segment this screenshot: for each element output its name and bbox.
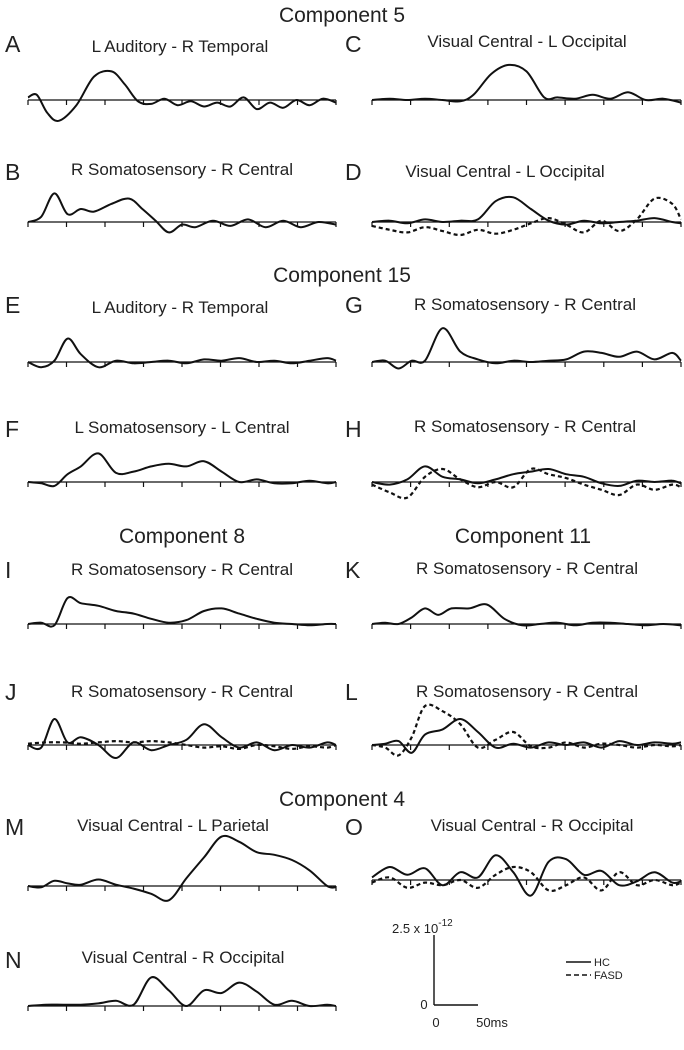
trace-m-solid: [27, 834, 337, 902]
scale-zero-label: 0: [420, 997, 427, 1012]
panel-l: L R Somatosensory - R Central: [345, 679, 682, 757]
scale-amplitude-label: 2.5 x 10-12: [392, 918, 453, 936]
panel-title-h: R Somatosensory - R Central: [414, 417, 636, 436]
component-title-5: Component 5: [279, 4, 405, 27]
panel-letter-o: O: [345, 814, 363, 840]
component-title-8: Component 8: [119, 525, 245, 548]
panel-k: K R Somatosensory - R Central: [345, 557, 682, 629]
panel-title-d: Visual Central - L Occipital: [405, 162, 604, 181]
trace-h-dashed: [371, 467, 682, 500]
panel-title-e: L Auditory - R Temporal: [92, 298, 269, 317]
panel-title-i: R Somatosensory - R Central: [71, 560, 293, 579]
panel-title-f: L Somatosensory - L Central: [74, 418, 289, 437]
scale-bar: 2.5 x 10-12 0 0 50ms: [392, 918, 508, 1030]
panel-e: E L Auditory - R Temporal: [5, 292, 337, 369]
trace-l-solid: [371, 718, 682, 754]
panel-a: A L Auditory - R Temporal: [5, 31, 337, 123]
panel-title-k: R Somatosensory - R Central: [416, 559, 638, 578]
trace-d-solid: [371, 195, 682, 226]
legend: HC FASD: [566, 957, 623, 982]
panel-title-a: L Auditory - R Temporal: [92, 37, 269, 56]
panel-letter-j: J: [5, 679, 17, 705]
panel-letter-m: M: [5, 814, 24, 840]
component-title-11: Component 11: [455, 525, 591, 548]
panel-title-m: Visual Central - L Parietal: [77, 816, 269, 835]
panel-o: O Visual Central - R Occipital: [345, 814, 682, 897]
panel-title-n: Visual Central - R Occipital: [82, 948, 285, 967]
trace-a-solid: [27, 69, 337, 123]
panel-h: H R Somatosensory - R Central: [345, 416, 682, 500]
panel-j: J R Somatosensory - R Central: [5, 679, 337, 759]
panel-title-o: Visual Central - R Occipital: [431, 816, 634, 835]
trace-e-solid: [27, 337, 337, 369]
trace-g-solid: [371, 327, 682, 370]
component-title-4: Component 4: [279, 788, 405, 811]
panel-i: I R Somatosensory - R Central: [5, 557, 337, 629]
trace-j-solid: [27, 718, 337, 759]
panel-title-c: Visual Central - L Occipital: [427, 32, 626, 51]
panel-g: G R Somatosensory - R Central: [345, 292, 682, 370]
panel-d: D Visual Central - L Occipital: [345, 159, 682, 237]
trace-o-dashed: [371, 865, 682, 892]
panel-f: F L Somatosensory - L Central: [5, 416, 337, 488]
trace-f-solid: [27, 452, 337, 488]
panel-b: B R Somatosensory - R Central: [5, 159, 337, 234]
panel-letter-n: N: [5, 947, 22, 973]
panel-letter-a: A: [5, 31, 21, 57]
panel-letter-b: B: [5, 159, 20, 185]
panel-n: N Visual Central - R Occipital: [5, 947, 337, 1011]
trace-d-dashed: [371, 196, 682, 237]
scale-x-zero-label: 0: [432, 1015, 439, 1030]
trace-b-solid: [27, 192, 337, 234]
legend-label-hc: HC: [594, 957, 610, 969]
panel-title-j: R Somatosensory - R Central: [71, 682, 293, 701]
legend-label-fasd: FASD: [594, 970, 623, 982]
scale-time-label: 50ms: [476, 1015, 508, 1030]
panel-letter-h: H: [345, 416, 362, 442]
trace-j-dashed: [27, 740, 337, 751]
panel-title-g: R Somatosensory - R Central: [414, 295, 636, 314]
panel-letter-c: C: [345, 31, 362, 57]
trace-n-solid: [27, 976, 337, 1008]
trace-i-solid: [27, 596, 337, 628]
panel-title-l: R Somatosensory - R Central: [416, 682, 638, 701]
trace-c-solid: [371, 63, 682, 104]
trace-o-solid: [371, 854, 682, 897]
panel-title-b: R Somatosensory - R Central: [71, 160, 293, 179]
trace-h-solid: [371, 465, 682, 487]
component-title-15: Component 15: [273, 264, 411, 287]
panel-letter-i: I: [5, 557, 11, 583]
panel-letter-l: L: [345, 679, 358, 705]
panel-letter-f: F: [5, 416, 19, 442]
panel-m: M Visual Central - L Parietal: [5, 814, 337, 902]
panel-letter-e: E: [5, 292, 20, 318]
panels-layer: A L Auditory - R Temporal C Visual Central …: [5, 31, 682, 1011]
panel-c: C Visual Central - L Occipital: [345, 31, 682, 105]
scale-amplitude-exponent: -12: [438, 918, 453, 929]
panel-letter-g: G: [345, 292, 363, 318]
panel-letter-k: K: [345, 557, 361, 583]
trace-k-solid: [371, 603, 682, 627]
panel-letter-d: D: [345, 159, 362, 185]
